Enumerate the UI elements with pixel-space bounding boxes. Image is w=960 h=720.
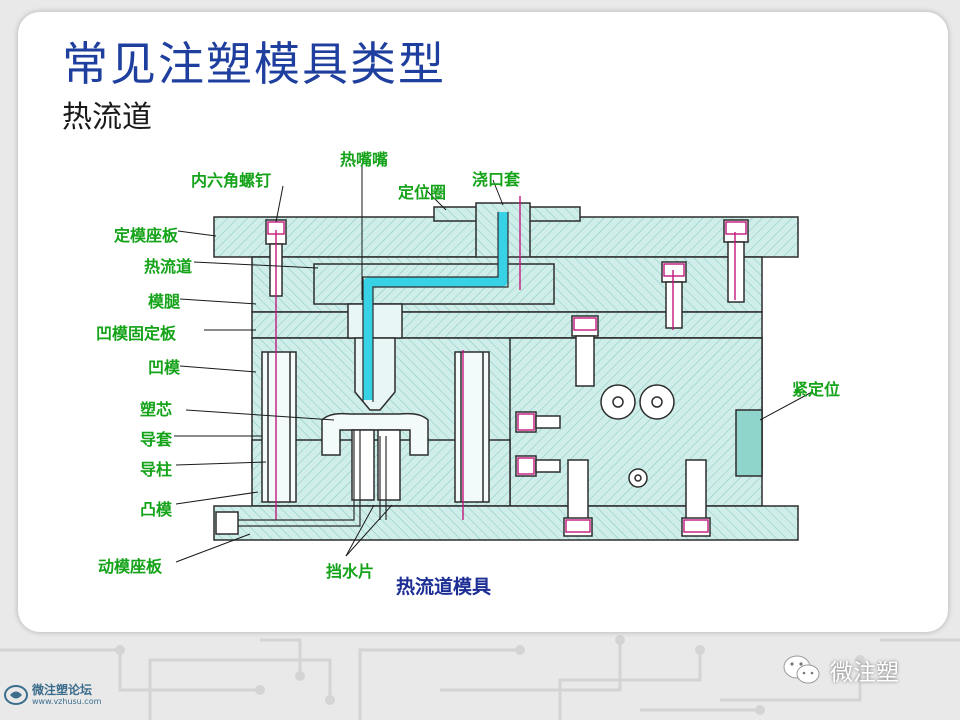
forum-name: 微注塑论坛 xyxy=(32,683,93,697)
label-hex-screw: 内六角螺钉 xyxy=(191,171,272,190)
tight-lock-block xyxy=(735,409,763,477)
guide-pin-right xyxy=(454,351,490,503)
label-cavity: 凹模 xyxy=(148,358,181,377)
forum-watermark: 微注塑论坛 www.vzhusu.com xyxy=(4,684,101,706)
label-fixed-clamp-plate: 定模座板 xyxy=(114,226,179,245)
forum-url: www.vzhusu.com xyxy=(32,697,102,706)
molded-part xyxy=(321,412,429,456)
brand-watermark: 微注塑 xyxy=(782,652,899,688)
label-guide-pin: 导柱 xyxy=(140,460,173,479)
forum-logo-icon xyxy=(4,685,28,705)
hot-runner-channel xyxy=(363,212,508,400)
label-core: 塑芯 xyxy=(140,400,173,419)
diagram-caption: 热流道模具 xyxy=(396,576,492,598)
brand-name: 微注塑 xyxy=(830,660,899,686)
label-mold-leg: 模腿 xyxy=(148,292,181,311)
slide-title: 常见注塑模具类型 xyxy=(62,37,446,91)
hot-nozzle-body xyxy=(347,303,403,339)
label-hot-runner: 热流道 xyxy=(144,257,193,276)
label-baffle: 挡水片 xyxy=(326,562,375,581)
label-punch: 凸模 xyxy=(140,500,173,519)
label-hot-nozzle: 热嘴嘴 xyxy=(340,150,389,169)
label-moving-clamp-plate: 动模座板 xyxy=(98,557,163,576)
wechat-icon xyxy=(783,655,820,684)
label-cavity-retainer-plate: 凹模固定板 xyxy=(96,324,177,343)
slide-subtitle: 热流道 xyxy=(62,100,152,135)
label-tight-lock: 紧定位 xyxy=(792,380,841,399)
cavity-retainer-plate xyxy=(251,311,763,339)
label-sprue-bush: 浇口套 xyxy=(472,170,521,189)
guide-pin-left xyxy=(261,351,297,503)
label-guide-bush: 导套 xyxy=(140,430,173,449)
label-locating-ring: 定位圈 xyxy=(398,183,447,202)
